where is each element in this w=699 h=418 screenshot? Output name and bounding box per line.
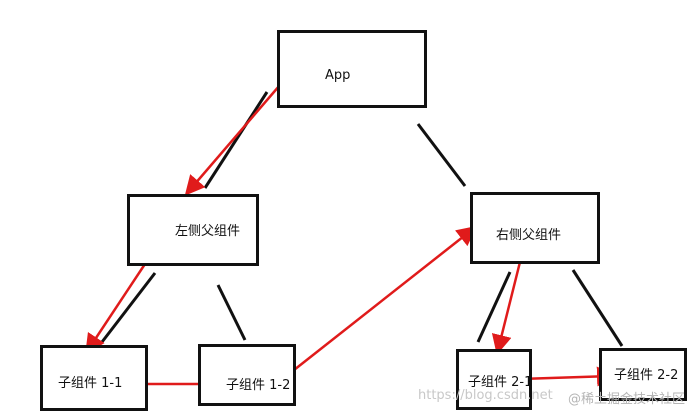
node-child-1-2 bbox=[198, 344, 296, 406]
arrow-child-2-1-to-child-2-2 bbox=[519, 366, 617, 387]
arrow-right-parent-to-child-2-1 bbox=[491, 261, 522, 355]
node-left-parent-label: 左侧父组件 bbox=[175, 224, 241, 239]
edge-right-parent-child-2-1 bbox=[476, 271, 512, 343]
node-app bbox=[277, 30, 427, 108]
node-child-1-2-label: 子组件 1-2 bbox=[226, 378, 291, 393]
node-child-2-2-label: 子组件 2-2 bbox=[614, 368, 679, 383]
node-child-2-1 bbox=[456, 349, 532, 410]
node-right-parent-label: 右侧父组件 bbox=[496, 228, 562, 243]
node-right-parent bbox=[470, 192, 600, 264]
arrow-child-1-2-to-right-parent bbox=[293, 225, 477, 371]
edge-app-left-parent bbox=[203, 91, 269, 189]
node-child-1-1-label: 子组件 1-1 bbox=[58, 376, 123, 391]
edge-right-parent-child-2-2 bbox=[571, 269, 624, 347]
node-app-label: App bbox=[325, 68, 351, 83]
edge-left-parent-child-1-2 bbox=[216, 284, 247, 341]
node-child-2-2 bbox=[599, 348, 687, 401]
arrow-app-to-left-parent bbox=[184, 77, 287, 196]
edge-app-right-parent bbox=[416, 123, 467, 187]
node-child-1-1 bbox=[40, 345, 148, 411]
node-child-2-1-label: 子组件 2-1 bbox=[468, 375, 533, 390]
watermark-url: https://blog.csdn.net bbox=[418, 388, 553, 403]
edge-left-parent-child-1-1 bbox=[100, 272, 157, 343]
arrow-left-parent-to-child-1-1 bbox=[85, 263, 147, 355]
watermark-community: @稀土掘金技术社区 bbox=[568, 392, 686, 407]
node-left-parent bbox=[127, 194, 259, 266]
